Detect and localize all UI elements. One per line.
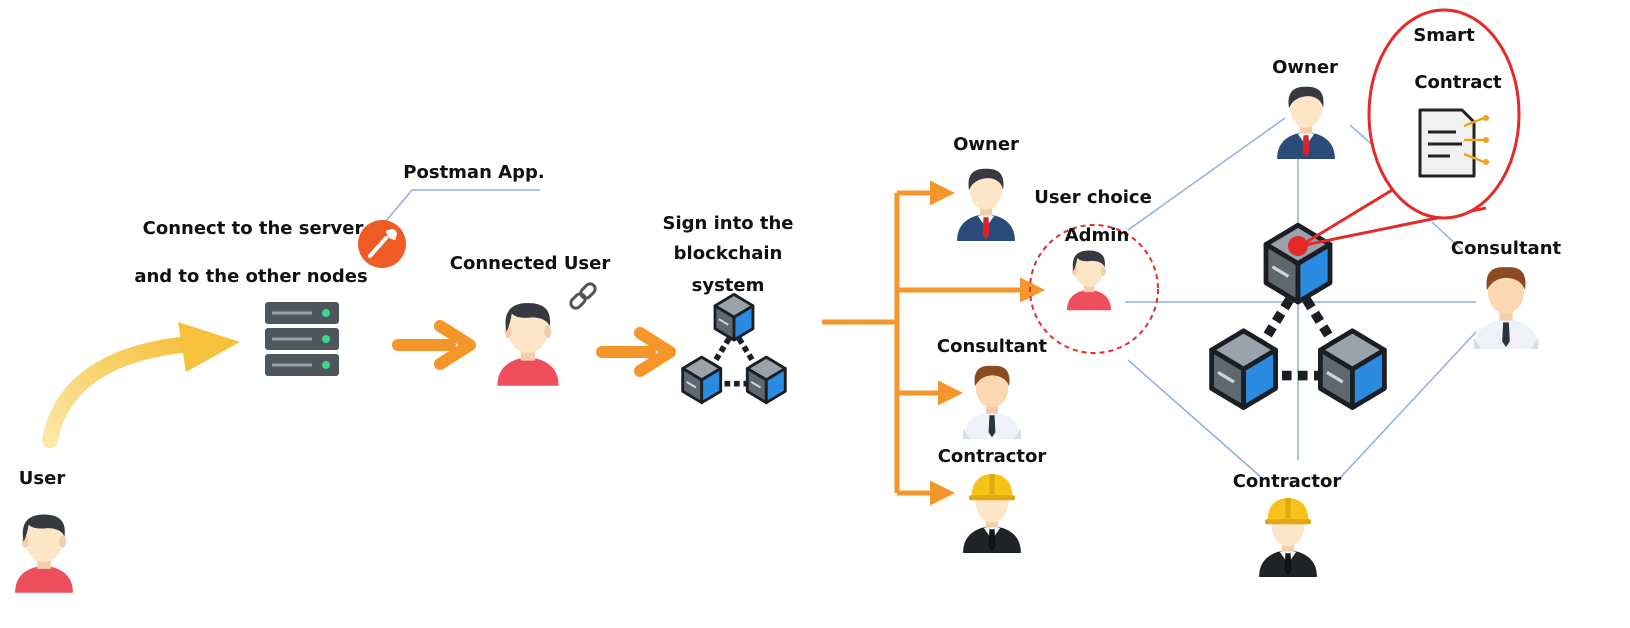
contractor-avatar-right [1259,497,1317,577]
user-to-server-arrow [42,336,198,448]
sign-label-line1: Sign into the [662,213,794,234]
role-branch-arrows [822,180,1045,506]
connect-label-line1: Connect to the server [142,218,364,239]
sign-label-line2: blockchain [673,243,783,264]
admin-avatar [1066,250,1112,311]
contract-label: Contract [1414,72,1502,93]
connect-label-line2: and to the other nodes [134,266,368,287]
sign-label-line3: system [691,275,765,296]
connected-user-avatar [497,303,559,386]
postman-leader-line [384,189,413,223]
admin-choice-circle [1029,224,1159,354]
contractor-label-right: Contractor [1232,471,1342,492]
contractor-avatar-left [963,473,1021,553]
user-to-server-arrowhead [178,322,240,372]
postman-label: Postman App. [403,162,545,183]
chain-link-icon [569,282,597,310]
smart-contract-icon [1418,108,1489,178]
admin-label: Admin [1064,225,1130,246]
contractor-label-left: Contractor [937,446,1047,467]
user-choice-label: User choice [1034,187,1152,208]
consultant-avatar-left [963,365,1021,439]
owner-avatar-right [1277,86,1335,159]
server-rack-icon [265,302,339,376]
consultant-label-right: Consultant [1450,238,1562,259]
smart-label: Smart [1413,25,1475,46]
owner-label-left: Owner [953,134,1019,155]
owner-label-right: Owner [1272,57,1338,78]
postman-icon [358,220,406,268]
user-avatar [15,514,73,593]
owner-avatar-left [957,168,1015,241]
consultant-label-left: Consultant [936,336,1048,357]
arrow-connected-to-blockchain [596,327,676,377]
connected-user-label: Connected User [449,253,611,274]
arrow-server-to-connected [392,320,476,370]
blockchain-icon-small [683,294,786,402]
user-label: User [18,468,66,489]
consultant-avatar-right [1473,267,1539,349]
smart-contract-node [1288,236,1308,256]
